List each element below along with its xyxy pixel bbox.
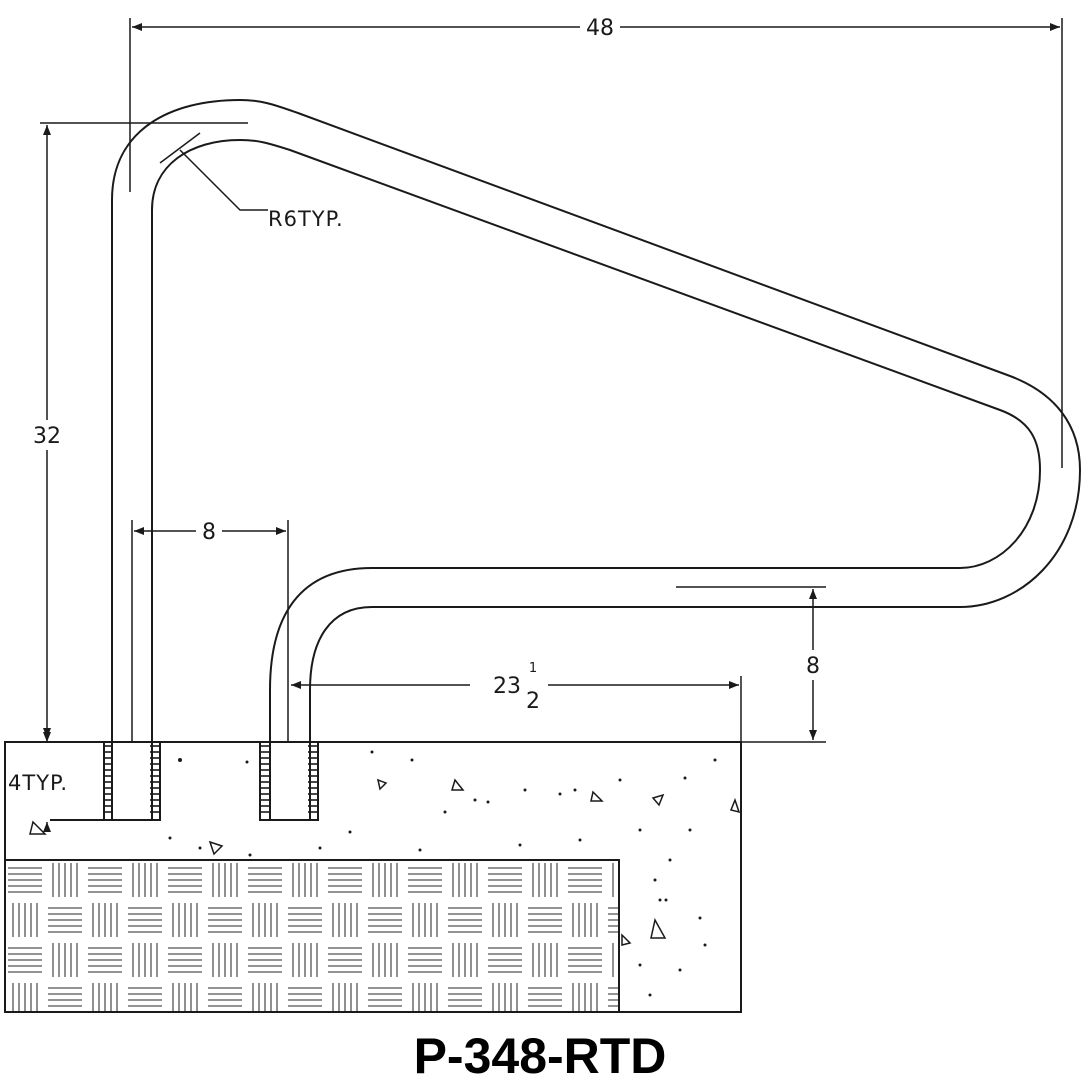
dimension-height: 32 [33,122,248,738]
dimension-23-whole: 23 [493,674,521,699]
dimension-lower-rail-height: 8 [318,586,826,743]
anchor-depth-label: 4TYP. [8,771,68,795]
dimension-8-height-label: 8 [806,654,820,679]
radius-label: R6TYP. [268,207,344,231]
dimension-48-label: 48 [586,16,614,41]
handrail-outer-edge [111,98,1082,820]
dimension-rail-length: 23 1 2 [291,661,742,742]
anchor-socket-right [259,742,319,821]
aggregate-marks [29,750,741,997]
dimension-23-numerator: 1 [529,661,537,676]
dimension-23-denominator: 2 [526,689,540,714]
model-title: P-348-RTD [414,1028,667,1084]
dimension-leg-spacing: 8 [131,520,289,742]
radius-callout: R6TYP. [159,132,344,231]
dimension-8-spacing-label: 8 [202,520,216,545]
dimension-32-label: 32 [33,424,61,449]
anchor-socket-left [50,742,161,821]
handrail-inner-edge [151,138,1042,820]
dimension-anchor-depth: 4TYP. [8,728,68,832]
tile-wall [4,859,620,1013]
handrail-pipe [111,98,1082,820]
concrete-deck [4,741,742,1013]
dimension-overall-width: 48 [129,16,1063,468]
